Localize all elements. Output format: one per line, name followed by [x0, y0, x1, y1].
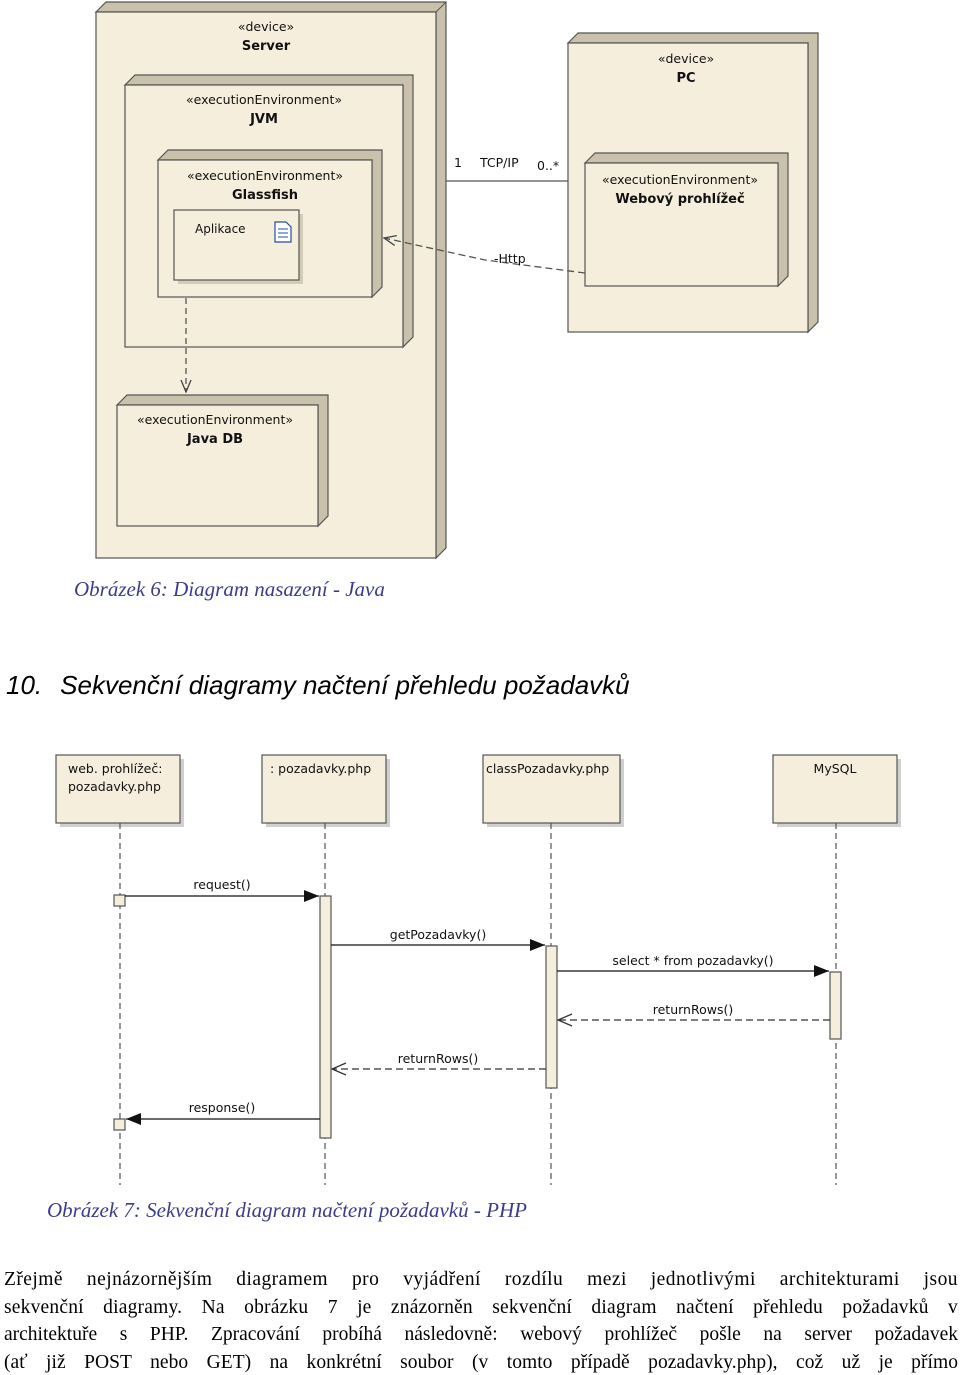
- lifeline-browser-line1: web. prohlížeč:: [68, 761, 162, 776]
- javadb-name: Java DB: [186, 432, 243, 447]
- assoc-label: TCP/IP: [479, 155, 519, 170]
- http-label: -Http: [494, 251, 526, 266]
- assoc-mult-right: 0..*: [537, 158, 559, 173]
- lifeline-pozadavky-label: : pozadavky.php: [270, 761, 371, 776]
- lifeline-class-label: classPozadavky.php: [486, 761, 609, 776]
- section-heading: 10. Sekvenční diagramy načtení přehledu p…: [6, 670, 630, 701]
- browser-node: «executionEnvironment» Webový prohlížeč: [583, 152, 789, 288]
- browser-start-marker: [113, 894, 126, 907]
- message-request: request(): [125, 877, 319, 902]
- svg-text:returnRows(): returnRows(): [398, 1051, 478, 1066]
- message-response: response(): [126, 1100, 320, 1125]
- message-select: select * from pozadavky(): [557, 953, 829, 977]
- artifact-name: Aplikace: [195, 222, 246, 236]
- glassfish-stereotype: «executionEnvironment»: [187, 168, 343, 183]
- glassfish-name: Glassfish: [232, 188, 298, 203]
- server-name: Server: [242, 39, 291, 54]
- body-paragraph: Zřejmě nejnázornějším diagramem pro vyjá…: [4, 1266, 958, 1375]
- document-icon: [274, 221, 292, 243]
- browser-stereotype: «executionEnvironment»: [602, 172, 758, 187]
- paragraph-line: (ať již POST nebo GET) na konkrétní soub…: [4, 1351, 958, 1373]
- tcpip-association: 1 TCP/IP 0..*: [446, 155, 568, 182]
- figure-caption-7: Obrázek 7: Sekvenční diagram načtení pož…: [47, 1198, 527, 1222]
- sequence-diagram: web. prohlížeč: pozadavky.php : pozadavk…: [55, 754, 901, 1185]
- lifeline-mysql-label: MySQL: [814, 761, 857, 776]
- svg-text:select * from pozadavky(): select * from pozadavky(): [612, 953, 773, 968]
- jvm-stereotype: «executionEnvironment»: [186, 92, 342, 107]
- javadb-stereotype: «executionEnvironment»: [137, 412, 293, 427]
- svg-text:request(): request(): [193, 877, 250, 892]
- lifeline-class: classPozadavky.php: [482, 754, 624, 1185]
- lifeline-mysql: MySQL: [772, 754, 901, 1185]
- browser-end-marker: [113, 1118, 126, 1131]
- section-number: 10.: [6, 670, 43, 700]
- message-returnrows-class: returnRows(): [332, 1051, 546, 1069]
- activation-mysql: [829, 971, 842, 1040]
- svg-text:response(): response(): [189, 1100, 256, 1115]
- http-dependency: -Http: [384, 238, 586, 274]
- artifact-aplikace: Aplikace: [173, 209, 303, 284]
- server-stereotype: «device»: [238, 19, 294, 34]
- activation-pozadavky: [319, 895, 332, 1139]
- lifeline-browser: web. prohlížeč: pozadavky.php: [55, 754, 184, 1185]
- browser-name: Webový prohlížeč: [615, 192, 744, 207]
- assoc-mult-left: 1: [454, 155, 462, 170]
- message-getpozadavky: getPozadavky(): [331, 927, 545, 951]
- paragraph-line: Zřejmě nejnázornějším diagramem pro vyjá…: [4, 1269, 958, 1290]
- pc-name: PC: [676, 71, 695, 86]
- pc-stereotype: «device»: [658, 51, 714, 66]
- svg-text:getPozadavky(): getPozadavky(): [390, 927, 486, 942]
- message-returnrows-mysql: returnRows(): [558, 1002, 830, 1020]
- deployment-diagram: «device» Server «executionEnvironment» J…: [94, 1, 819, 560]
- figure-caption-6: Obrázek 6: Diagram nasazení - Java: [74, 577, 385, 601]
- svg-text:returnRows(): returnRows(): [653, 1002, 733, 1017]
- javadb-node: «executionEnvironment» Java DB: [115, 394, 329, 528]
- activation-class: [545, 945, 558, 1089]
- jvm-name: JVM: [249, 112, 278, 127]
- lifeline-pozadavky: : pozadavky.php: [261, 754, 390, 1185]
- section-title: Sekvenční diagramy načtení přehledu poža…: [60, 670, 630, 700]
- paragraph-line: architektuře s PHP. Zpracování probíhá n…: [4, 1324, 958, 1345]
- lifeline-browser-line2: pozadavky.php: [68, 779, 161, 794]
- paragraph-line: sekvenční diagramy. Na obrázku 7 je znáz…: [4, 1296, 958, 1318]
